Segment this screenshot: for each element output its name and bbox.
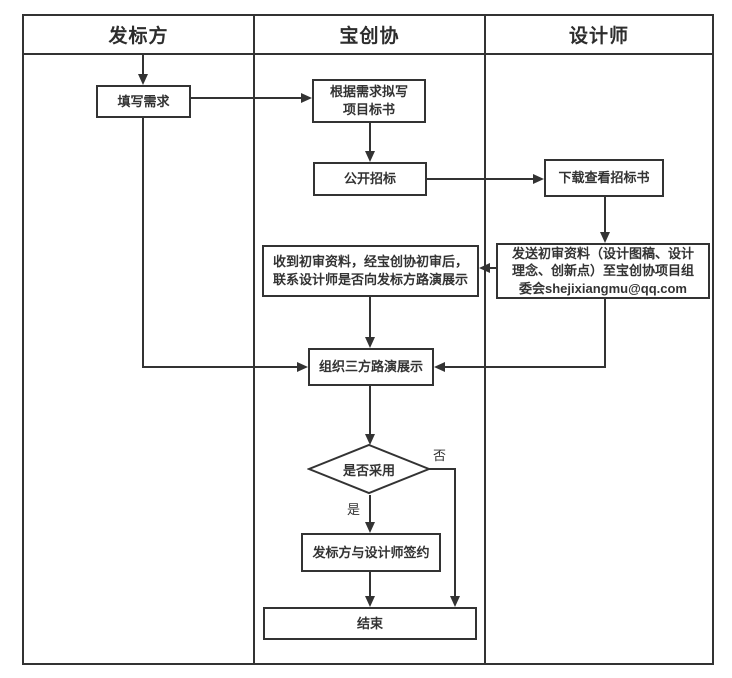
- decision-label: 是否采用: [342, 462, 395, 478]
- edge-label-yes: 是: [347, 502, 361, 517]
- edge-fill-requirements-to-organize-roadshow-horizontal: [142, 366, 297, 368]
- edge-decision-no-horizontal: [429, 468, 456, 470]
- node-decision: 是否采用: [307, 443, 431, 495]
- edge-fill-requirements-to-draft-bid: [191, 97, 301, 99]
- edge-send-materials-to-organize-roadshow-arrowhead: [434, 362, 445, 372]
- edge-send-materials-to-receive-materials-arrowhead: [479, 263, 490, 273]
- lane-header-association: 宝创协: [339, 26, 400, 47]
- edge-start-to-fill-requirements: [142, 55, 144, 74]
- edge-fill-requirements-to-organize-roadshow-vertical: [142, 118, 144, 368]
- lane-header-designer: 设计师: [568, 26, 629, 47]
- edge-decision-yes-to-sign-contract-arrowhead: [365, 522, 375, 533]
- edge-public-bid-to-download-bid-arrowhead: [533, 174, 544, 184]
- node-sign-contract: 发标方与设计师签约: [301, 533, 441, 572]
- node-organize-roadshow: 组织三方路演展示: [308, 348, 434, 386]
- edge-start-to-fill-requirements-arrowhead: [138, 74, 148, 85]
- edge-send-materials-to-organize-roadshow-horizontal: [445, 366, 606, 368]
- edge-sign-contract-to-end: [369, 572, 371, 596]
- lane-header-bid-issuer: 发标方: [108, 26, 169, 47]
- edge-download-bid-to-send-materials-arrowhead: [600, 232, 610, 243]
- edge-public-bid-to-download-bid: [427, 178, 533, 180]
- edge-receive-materials-to-organize-roadshow-arrowhead: [365, 337, 375, 348]
- edge-draft-bid-to-public-bid-arrowhead: [365, 151, 375, 162]
- edge-decision-no-vertical: [454, 468, 456, 596]
- edge-download-bid-to-send-materials: [604, 197, 606, 232]
- edge-send-materials-to-organize-roadshow-vertical: [604, 299, 606, 368]
- edge-draft-bid-to-public-bid: [369, 123, 371, 151]
- edge-send-materials-to-receive-materials: [490, 267, 496, 269]
- edge-receive-materials-to-organize-roadshow: [369, 297, 371, 337]
- lane-divider-1: [253, 14, 255, 665]
- edge-sign-contract-to-end-arrowhead: [365, 596, 375, 607]
- edge-organize-roadshow-to-decision: [369, 386, 371, 434]
- node-receive-materials: 收到初审资料，经宝创协初审后， 联系设计师是否向发标方路演展示: [262, 245, 479, 297]
- node-send-materials: 发送初审资料（设计图稿、设计 理念、创新点）至宝创协项目组 委会shejixia…: [496, 243, 710, 299]
- lane-divider-2: [484, 14, 486, 665]
- node-public-bid: 公开招标: [313, 162, 427, 196]
- edge-decision-no-arrowhead: [450, 596, 460, 607]
- node-draft-bid: 根据需求拟写 项目标书: [312, 79, 426, 123]
- header-separator-line: [22, 53, 714, 55]
- edge-organize-roadshow-to-decision-arrowhead: [365, 434, 375, 445]
- node-end: 结束: [263, 607, 477, 640]
- node-download-bid: 下载查看招标书: [544, 159, 664, 197]
- edge-fill-requirements-to-draft-bid-arrowhead: [301, 93, 312, 103]
- edge-decision-yes-to-sign-contract: [369, 495, 371, 522]
- edge-fill-requirements-to-organize-roadshow-arrowhead: [297, 362, 308, 372]
- decision-diamond-shape: [307, 443, 431, 495]
- edge-label-no: 否: [433, 448, 447, 463]
- node-fill-requirements: 填写需求: [96, 85, 191, 118]
